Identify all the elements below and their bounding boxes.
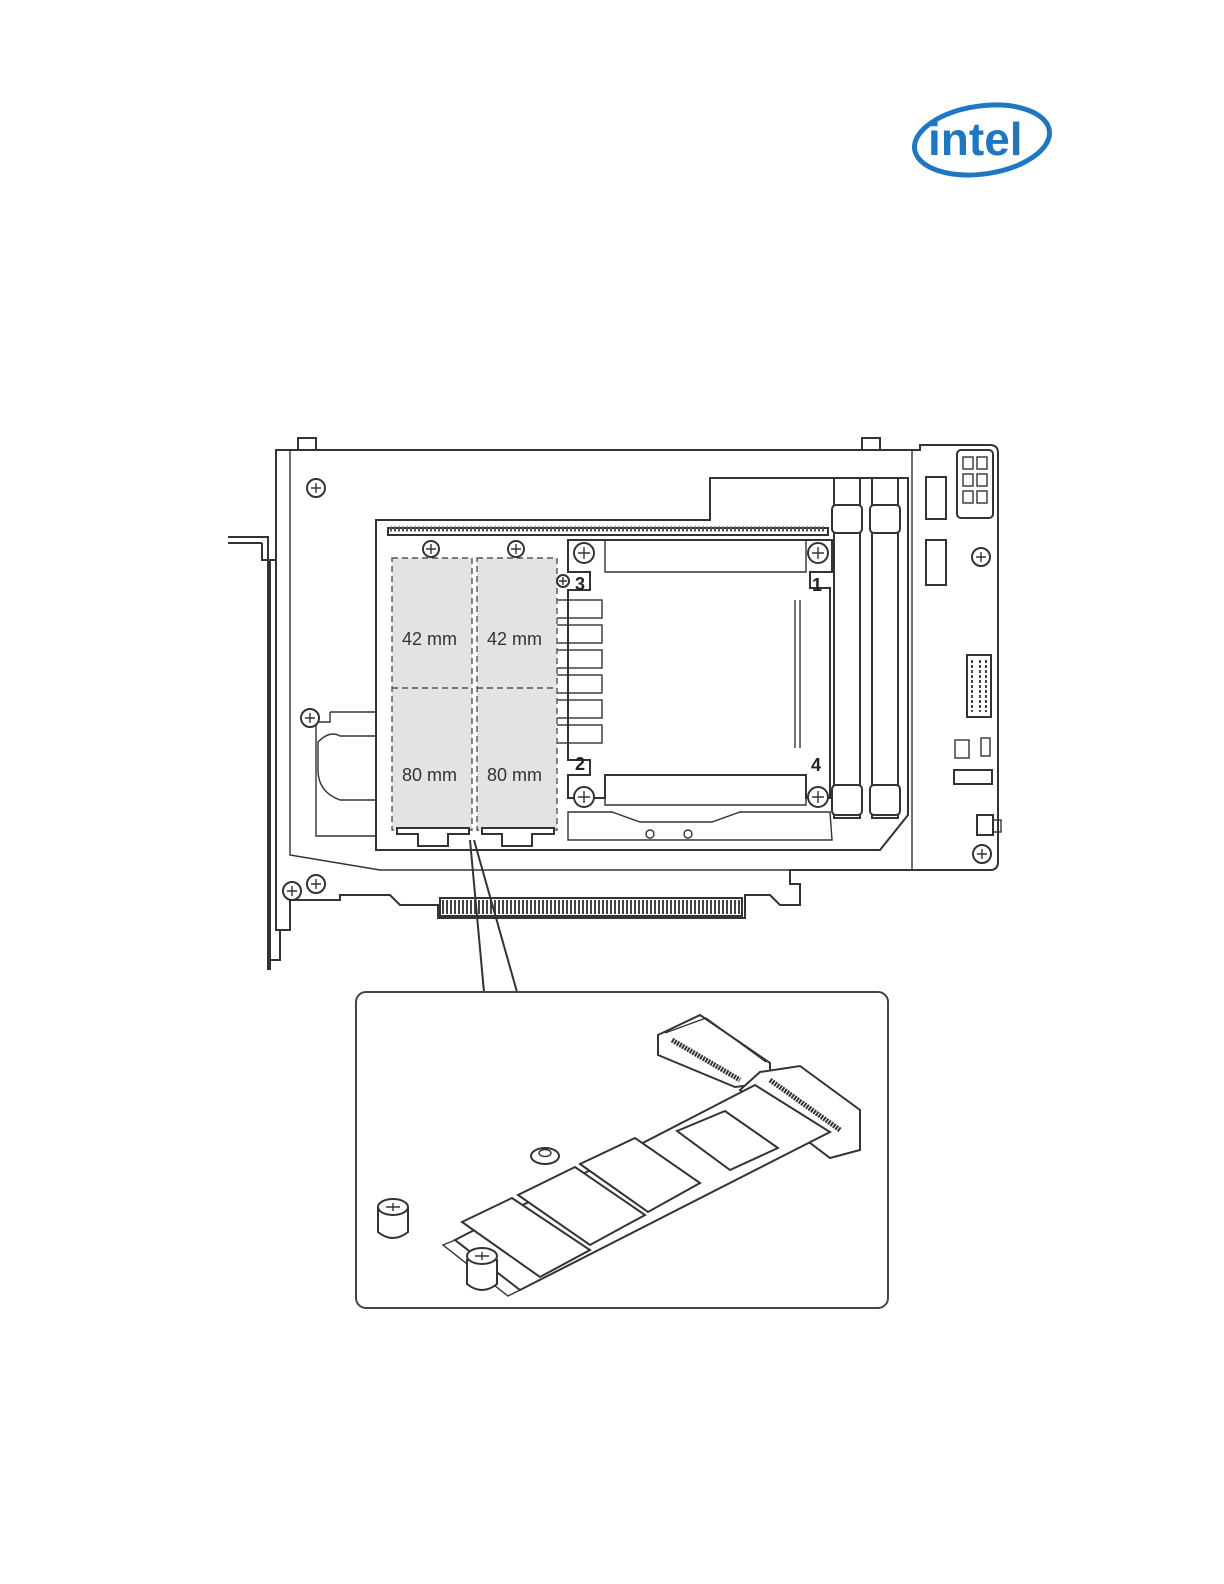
m2-slot-1: 42 mm 80 mm xyxy=(392,558,472,846)
screw-icon xyxy=(423,541,439,557)
screw-standoff-icon xyxy=(467,1248,497,1290)
slot-1-length-42: 42 mm xyxy=(402,629,457,649)
screw-icon xyxy=(307,875,325,893)
screw-icon xyxy=(574,787,594,807)
bracket-corner-2: 2 xyxy=(575,754,585,774)
screw-icon xyxy=(574,543,594,563)
bracket-corner-1: 1 xyxy=(812,575,822,595)
pcie-edge-connector xyxy=(440,898,742,916)
screw-icon xyxy=(808,543,828,563)
slot-2-length-42: 42 mm xyxy=(487,629,542,649)
slot-1-length-80: 80 mm xyxy=(402,765,457,785)
top-connector xyxy=(388,528,828,535)
inset-detail xyxy=(356,992,888,1308)
screw-icon xyxy=(557,575,569,587)
bracket-corner-4: 4 xyxy=(811,755,821,775)
screw-icon xyxy=(283,882,301,900)
screw-icon xyxy=(301,709,319,727)
screw-icon xyxy=(307,479,325,497)
screw-icon xyxy=(808,787,828,807)
slot-2-length-80: 80 mm xyxy=(487,765,542,785)
screw-icon xyxy=(972,548,990,566)
screw-standoff-icon xyxy=(378,1199,408,1238)
standoff-icon xyxy=(531,1148,559,1164)
bracket-corner-3: 3 xyxy=(575,574,585,594)
m2-slot-2: 42 mm 80 mm xyxy=(477,558,557,846)
screw-icon xyxy=(508,541,524,557)
screw-icon xyxy=(973,845,991,863)
